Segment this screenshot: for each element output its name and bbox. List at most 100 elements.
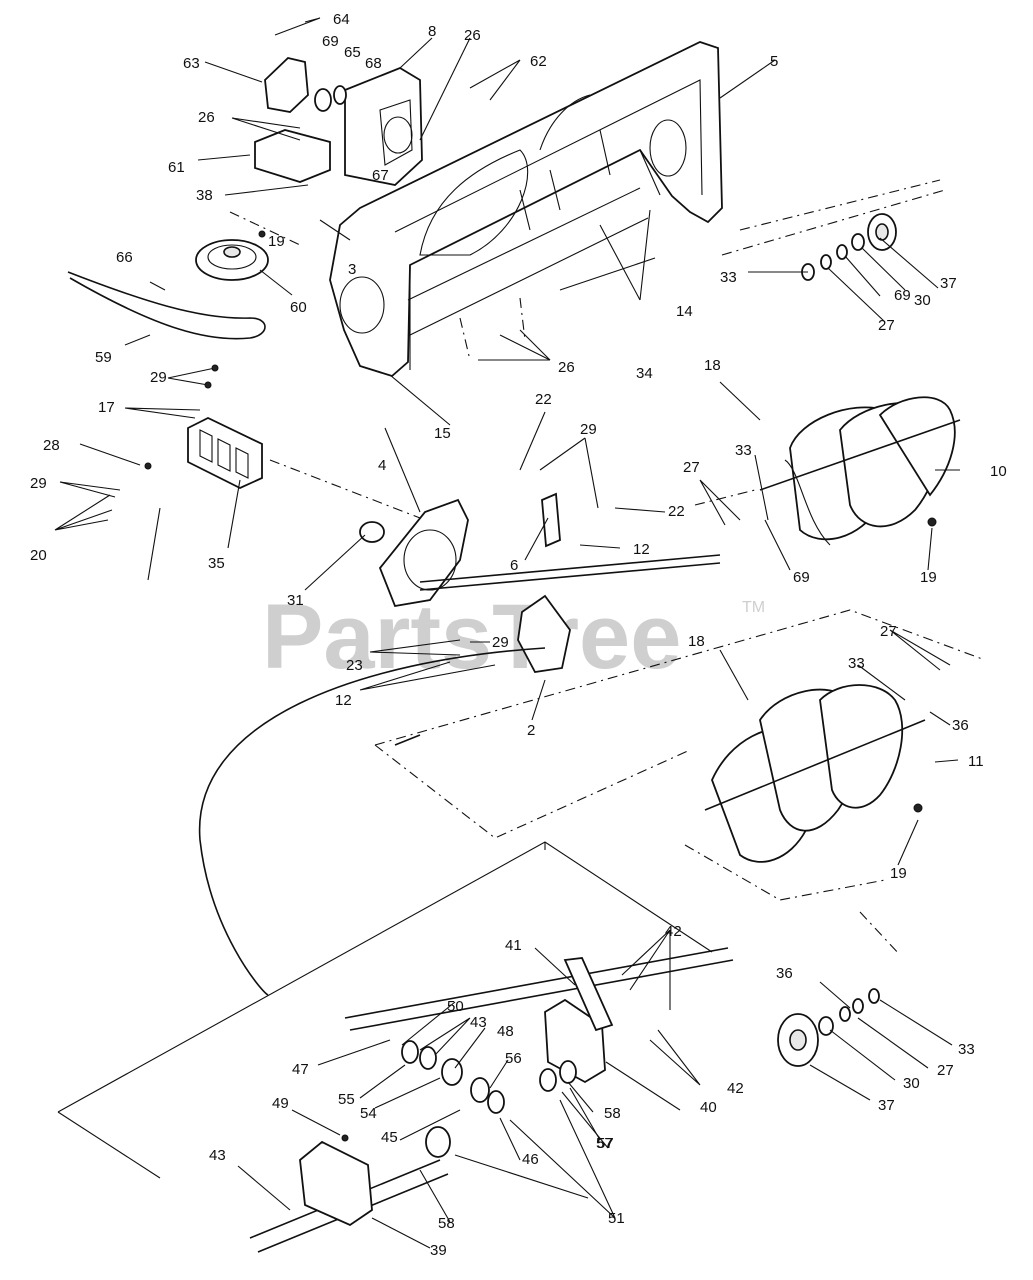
alignment-lines — [229, 179, 986, 956]
callout: 5 — [770, 53, 778, 70]
callout-labels: 64 8 26 63 69 65 68 62 5 26 61 67 38 3 1… — [30, 11, 1007, 1259]
upper-auger — [759, 396, 961, 546]
callout: 31 — [287, 592, 304, 609]
callout: 2 — [527, 722, 535, 739]
leader-lines — [54, 17, 960, 1249]
callout: 40 — [700, 1099, 717, 1116]
callout: 64 — [333, 11, 350, 28]
callout: 33 — [848, 655, 865, 672]
callout: 59 — [95, 349, 112, 366]
top-gearbox-assembly — [254, 57, 423, 186]
callout: 8 — [428, 23, 436, 40]
watermark-text: PartsTree — [262, 586, 681, 688]
callout: 33 — [958, 1041, 975, 1058]
callout: 57 — [597, 1135, 614, 1152]
callout: 36 — [952, 717, 969, 734]
callout: 19 — [268, 233, 285, 250]
callout: 22 — [668, 503, 685, 520]
callout: 23 — [346, 657, 363, 674]
callout: 61 — [168, 159, 185, 176]
callout: 57 — [596, 1135, 613, 1152]
callout: 45 — [381, 1129, 398, 1146]
callout: 19 — [890, 865, 907, 882]
callout: 28 — [43, 437, 60, 454]
callout: 60 — [290, 299, 307, 316]
callout: 41 — [505, 937, 522, 954]
callout: 29 — [492, 634, 509, 651]
callout: 35 — [208, 555, 225, 572]
callout: 3 — [348, 261, 356, 278]
callout: 17 — [98, 399, 115, 416]
callout: 19 — [920, 569, 937, 586]
pulley-and-belt — [67, 239, 269, 340]
callout: 67 — [372, 167, 389, 184]
bottom-outline-left — [57, 1111, 161, 1179]
callout: 6 — [510, 557, 518, 574]
callout: 58 — [604, 1105, 621, 1122]
callout: 29 — [30, 475, 47, 492]
callout: 11 — [968, 753, 984, 770]
callout: 22 — [535, 391, 552, 408]
callout: 69 — [894, 287, 911, 304]
callout: 42 — [727, 1080, 744, 1097]
callout: 14 — [676, 303, 693, 320]
lower-auger — [704, 684, 926, 863]
upper-end-hub — [801, 213, 897, 281]
callout: 54 — [360, 1105, 377, 1122]
callout: 4 — [378, 457, 386, 474]
callout: 66 — [116, 249, 133, 266]
callout: 34 — [636, 365, 653, 382]
callout: 12 — [633, 541, 650, 558]
callout: 33 — [735, 442, 752, 459]
callout: 30 — [914, 292, 931, 309]
callout: 33 — [720, 269, 737, 286]
side-plate — [187, 416, 263, 489]
hardware-fasteners — [144, 230, 937, 1142]
callout: 47 — [292, 1061, 309, 1078]
callout: 18 — [688, 633, 705, 650]
callout: 10 — [990, 463, 1007, 480]
callout: 42 — [665, 923, 682, 940]
callout: 26 — [558, 359, 575, 376]
callout: 50 — [447, 998, 464, 1015]
callout: 55 — [338, 1091, 355, 1108]
callout: 18 — [704, 357, 721, 374]
bottom-outline — [57, 841, 713, 1113]
callout: 37 — [940, 275, 957, 292]
callout: 49 — [272, 1095, 289, 1112]
callout: 48 — [497, 1023, 514, 1040]
callout: 27 — [937, 1062, 954, 1079]
callout: 65 — [344, 44, 361, 61]
callout: 29 — [580, 421, 597, 438]
callout: 43 — [470, 1014, 487, 1031]
drive-shaft-arc — [198, 647, 546, 996]
callout: 27 — [880, 623, 897, 640]
callout: 27 — [878, 317, 895, 334]
callout: 51 — [608, 1210, 625, 1227]
impeller-shaft-assembly — [359, 492, 721, 746]
callout: 15 — [434, 425, 451, 442]
callout: 29 — [150, 369, 167, 386]
callout: 37 — [878, 1097, 895, 1114]
callout: 26 — [464, 27, 481, 44]
callout: 39 — [430, 1242, 447, 1259]
callout: 46 — [522, 1151, 539, 1168]
callout: 56 — [505, 1050, 522, 1067]
callout: 58 — [438, 1215, 455, 1232]
callout: 30 — [903, 1075, 920, 1092]
callout: 63 — [183, 55, 200, 72]
callout: 12 — [335, 692, 352, 709]
callout: 36 — [776, 965, 793, 982]
callout: 20 — [30, 547, 47, 564]
callout: 43 — [209, 1147, 226, 1164]
callout: 69 — [322, 33, 339, 50]
watermark-trademark: TM — [742, 599, 765, 616]
callout: 62 — [530, 53, 547, 70]
bottom-shaft-assembly — [249, 947, 880, 1253]
callout: 26 — [198, 109, 215, 126]
callout: 27 — [683, 459, 700, 476]
callout: 68 — [365, 55, 382, 72]
callout: 69 — [793, 569, 810, 586]
